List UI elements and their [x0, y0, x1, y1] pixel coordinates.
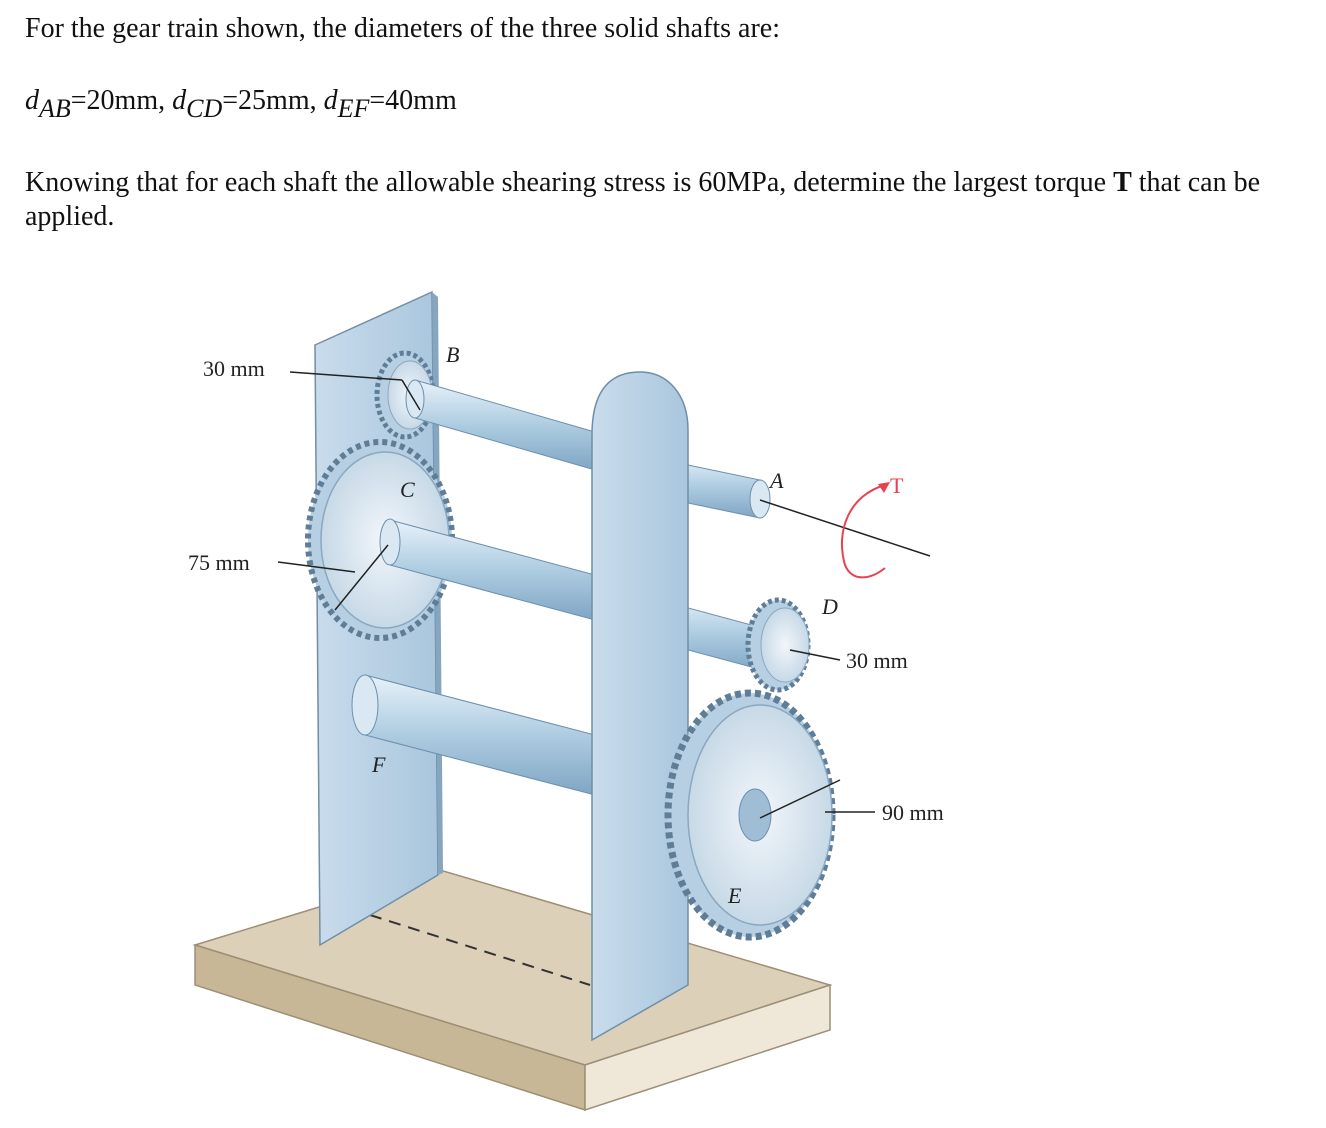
shaft-ab	[405, 379, 771, 519]
dim-label-gear-b: 30 mm	[203, 356, 265, 381]
d-ef-subscript: EF	[337, 94, 370, 123]
gear-e	[664, 689, 836, 941]
label-c: C	[400, 477, 415, 502]
label-a: A	[768, 468, 784, 493]
torque-symbol: T	[1113, 167, 1132, 198]
problem-question: Knowing that for each shaft the allowabl…	[25, 166, 1275, 234]
label-d: D	[821, 594, 838, 619]
gear-d	[745, 597, 811, 693]
label-f: F	[371, 752, 386, 777]
d-cd-symbol: d	[172, 85, 187, 116]
dim-label-gear-e: 90 mm	[882, 800, 944, 825]
label-torque-t: T	[890, 473, 904, 498]
right-support-plate	[591, 371, 689, 1042]
dim-label-gear-d: 30 mm	[846, 648, 908, 673]
question-text-after: that can be applied.	[25, 167, 1261, 232]
gear-train-figure: B A C D E F T 30 mm 75 mm 30 mm 90 mm	[188, 290, 944, 1112]
torque-axis	[759, 482, 931, 579]
problem-statement-line: For the gear train shown, the diameters …	[25, 13, 780, 44]
d-ab-value: =20mm,	[70, 85, 166, 116]
d-ab-subscript: AB	[39, 94, 71, 123]
dim-label-gear-c: 75 mm	[188, 550, 250, 575]
d-ef-value: =40mm	[369, 85, 457, 116]
d-cd-subscript: CD	[186, 94, 223, 123]
label-b: B	[446, 342, 459, 367]
d-ef-symbol: d	[323, 85, 338, 116]
shaft-diameters: dAB=20mm, dCD=25mm, dEF=40mm	[25, 84, 457, 122]
d-ab-symbol: d	[25, 85, 39, 116]
d-cd-value: =25mm,	[222, 85, 317, 116]
question-text-before: Knowing that for each shaft the allowabl…	[25, 167, 1114, 198]
dimension-lines	[277, 371, 875, 819]
label-e: E	[727, 883, 742, 908]
